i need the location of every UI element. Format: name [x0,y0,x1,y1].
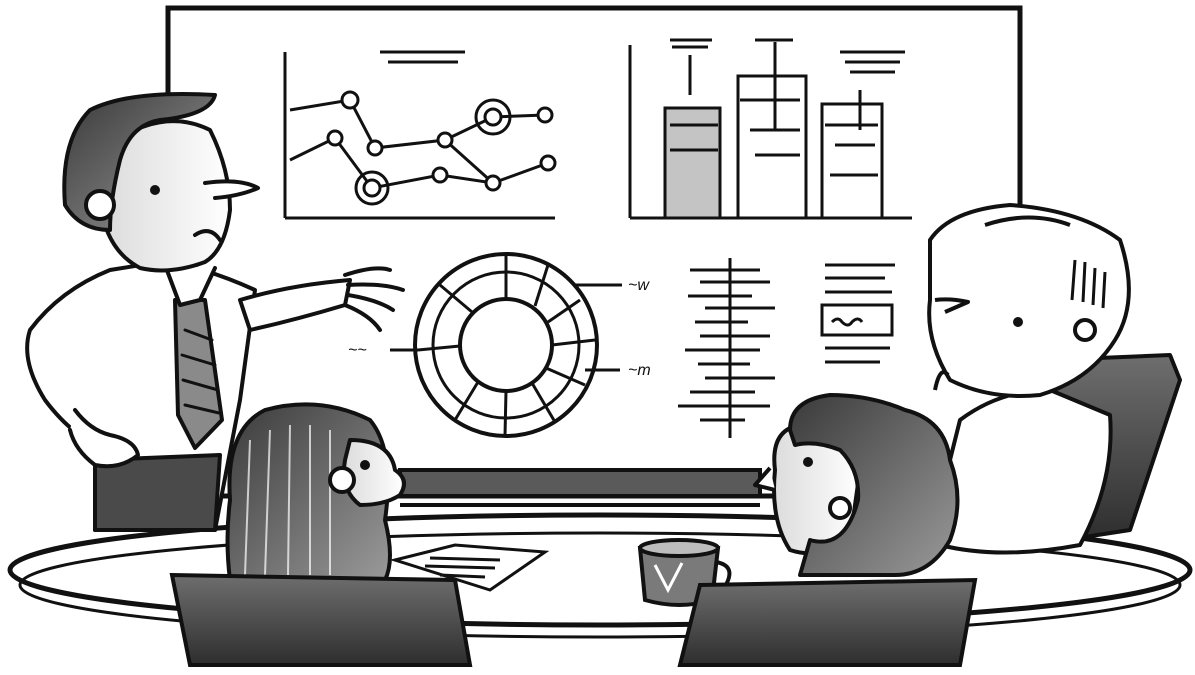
data-point [340,90,360,110]
data-point [366,139,384,157]
attendee-man-right-figure [927,203,1182,555]
data-point [431,166,449,184]
woman-attendee-figure [225,402,406,582]
chair-left [169,572,473,667]
bar [736,74,808,220]
data-point [484,174,502,192]
data-point [436,131,454,149]
donut-chart-sketch [390,252,622,438]
data-point [539,154,557,172]
line-chart-sketch [283,50,557,220]
data-point [483,107,503,127]
papers-on-table [389,543,550,592]
horizontal-bar-sketch [678,258,775,438]
board-scribble-left: ~~ [348,342,367,359]
data-point [536,106,554,124]
board-scribble-lower: ~m [628,362,651,379]
highlight-ring [354,170,390,206]
data-point [326,129,344,147]
chair-right [677,577,978,667]
text-block-sketch [820,263,895,364]
presenter-figure [25,92,405,532]
bar-chart-sketch [628,38,912,220]
board-scribble-upper: ~w [628,277,650,294]
attendee-curly-hair-figure [753,393,960,577]
bar [820,102,884,220]
highlight-ring [474,98,512,136]
data-point [362,178,382,198]
